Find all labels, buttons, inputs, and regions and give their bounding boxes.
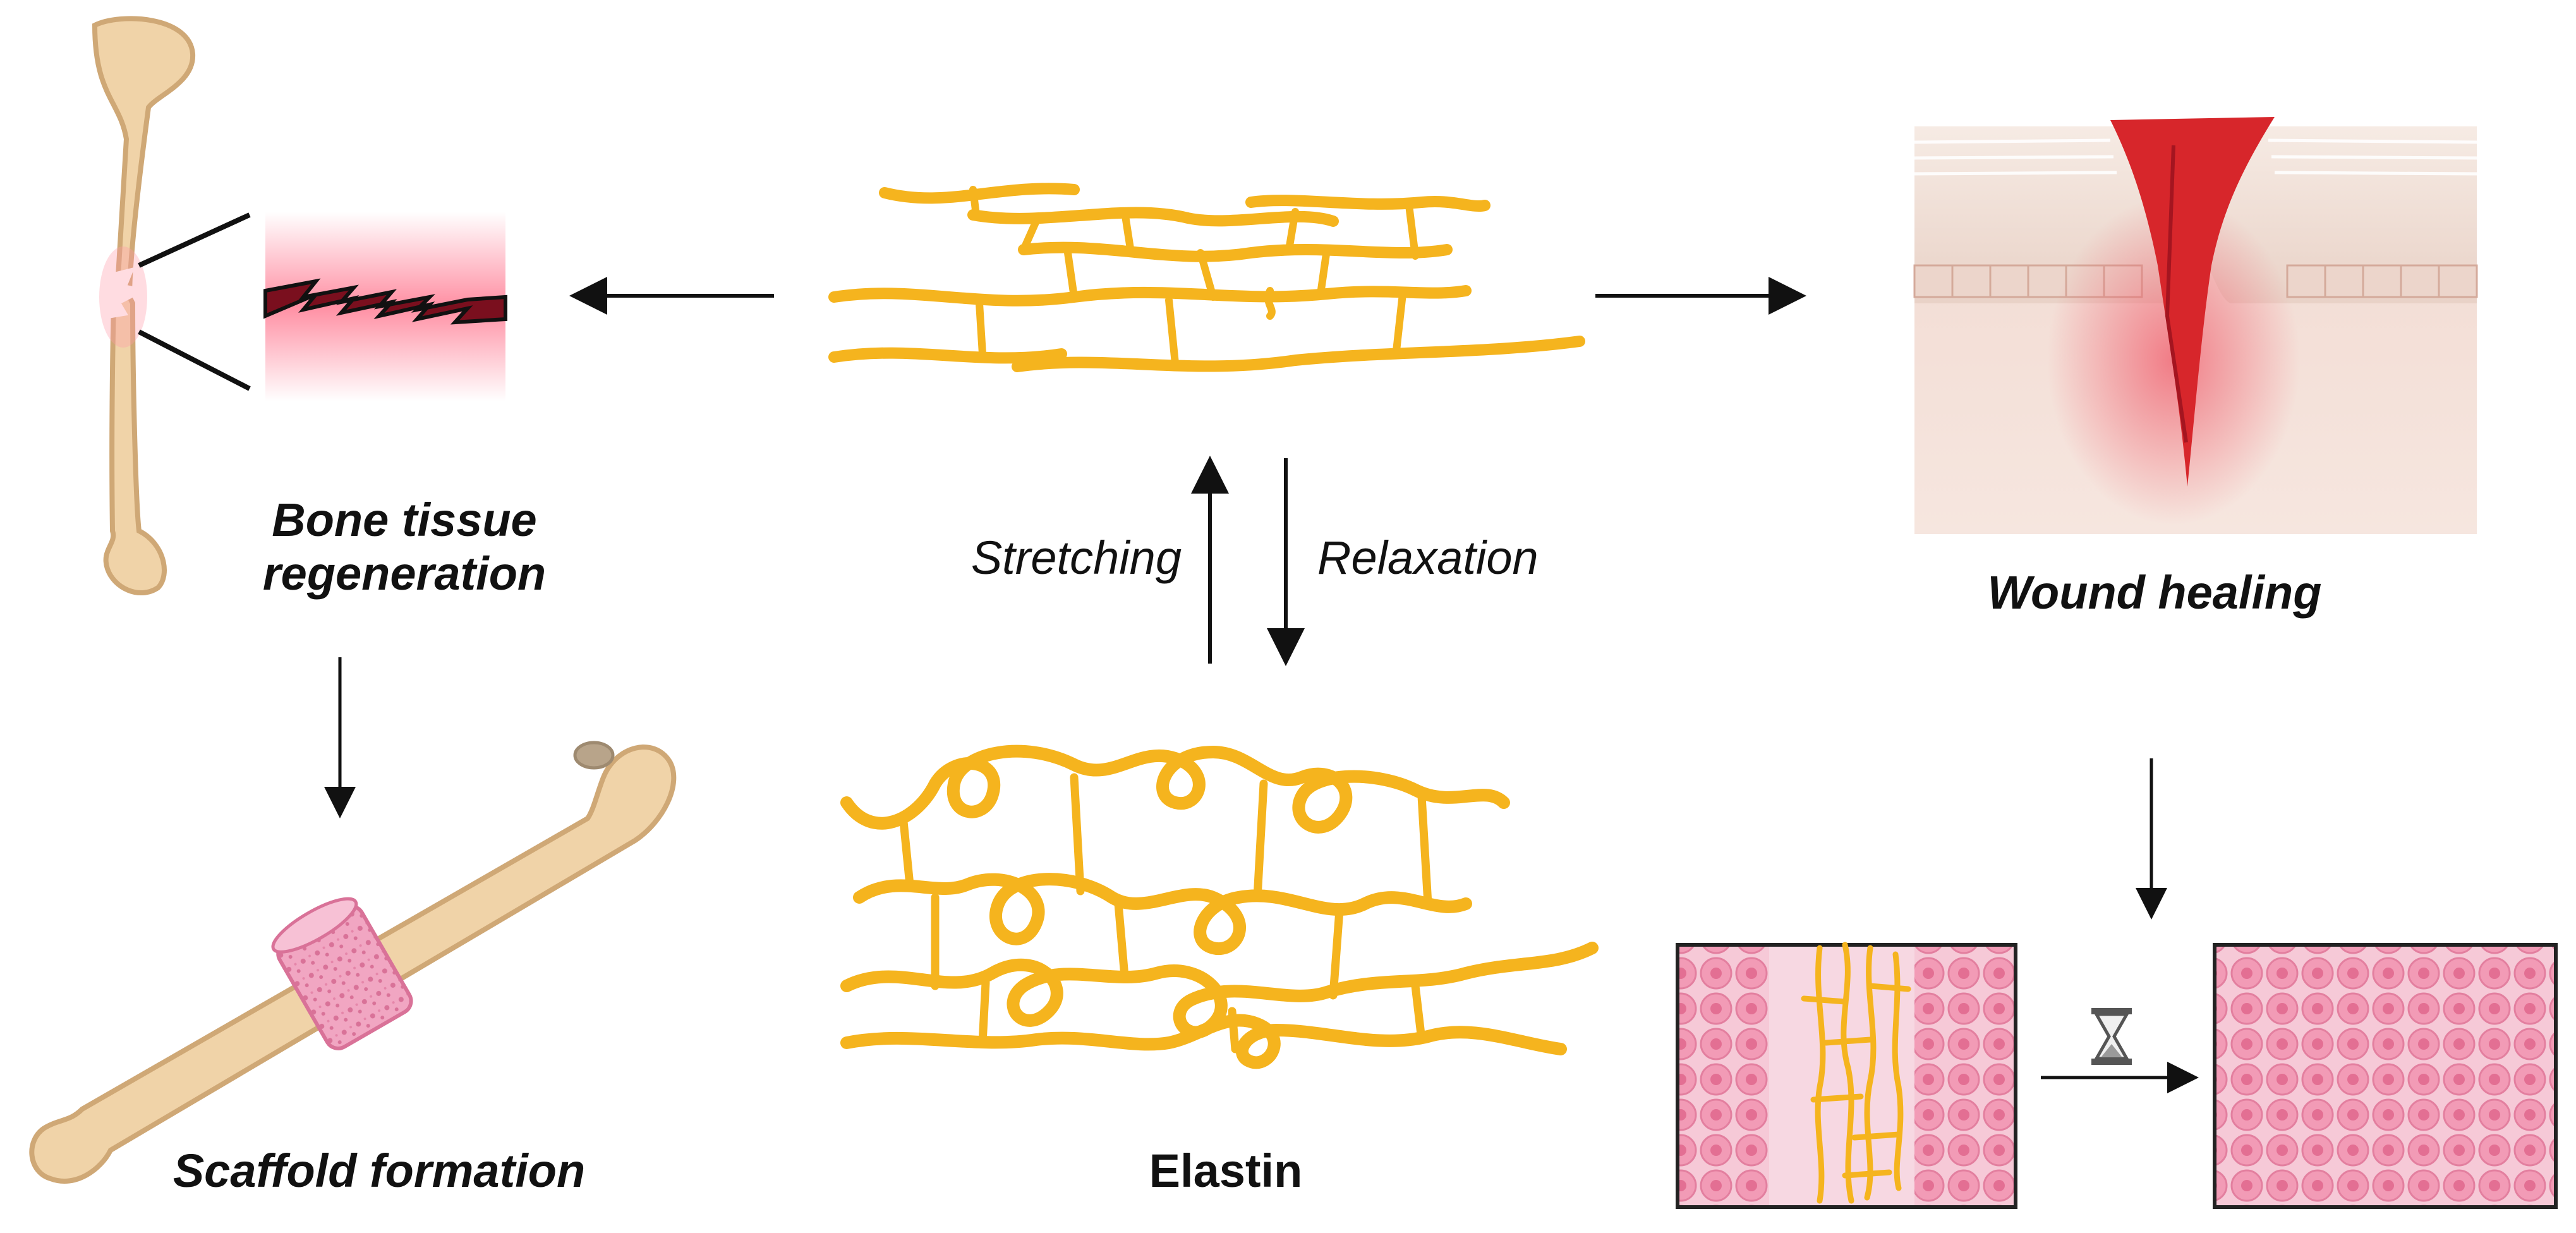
label-elastin: Elastin [1149, 1145, 1303, 1197]
label-stretching: Stretching [971, 531, 1182, 584]
tissue-panel-with-elastin [1676, 942, 2017, 1209]
zoom-lines [138, 212, 251, 391]
fracture-zoom-panel [263, 212, 507, 401]
bone-with-scaffold [29, 741, 677, 1184]
label-relaxation: Relaxation [1317, 531, 1539, 584]
arrows [324, 277, 2199, 1093]
skin-wound [1913, 117, 2478, 534]
hourglass-icon [2091, 1008, 2132, 1065]
elastin-relaxed [840, 744, 1599, 1069]
label-bone-tissue-regeneration: Bone tissue regeneration [262, 494, 547, 600]
fractured-bone [92, 16, 196, 596]
tissue-panel-healed [2213, 943, 2558, 1209]
elastin-stretched [828, 183, 1585, 372]
label-scaffold-formation: Scaffold formation [172, 1145, 586, 1197]
label-wound-healing: Wound healing [1987, 566, 2322, 619]
